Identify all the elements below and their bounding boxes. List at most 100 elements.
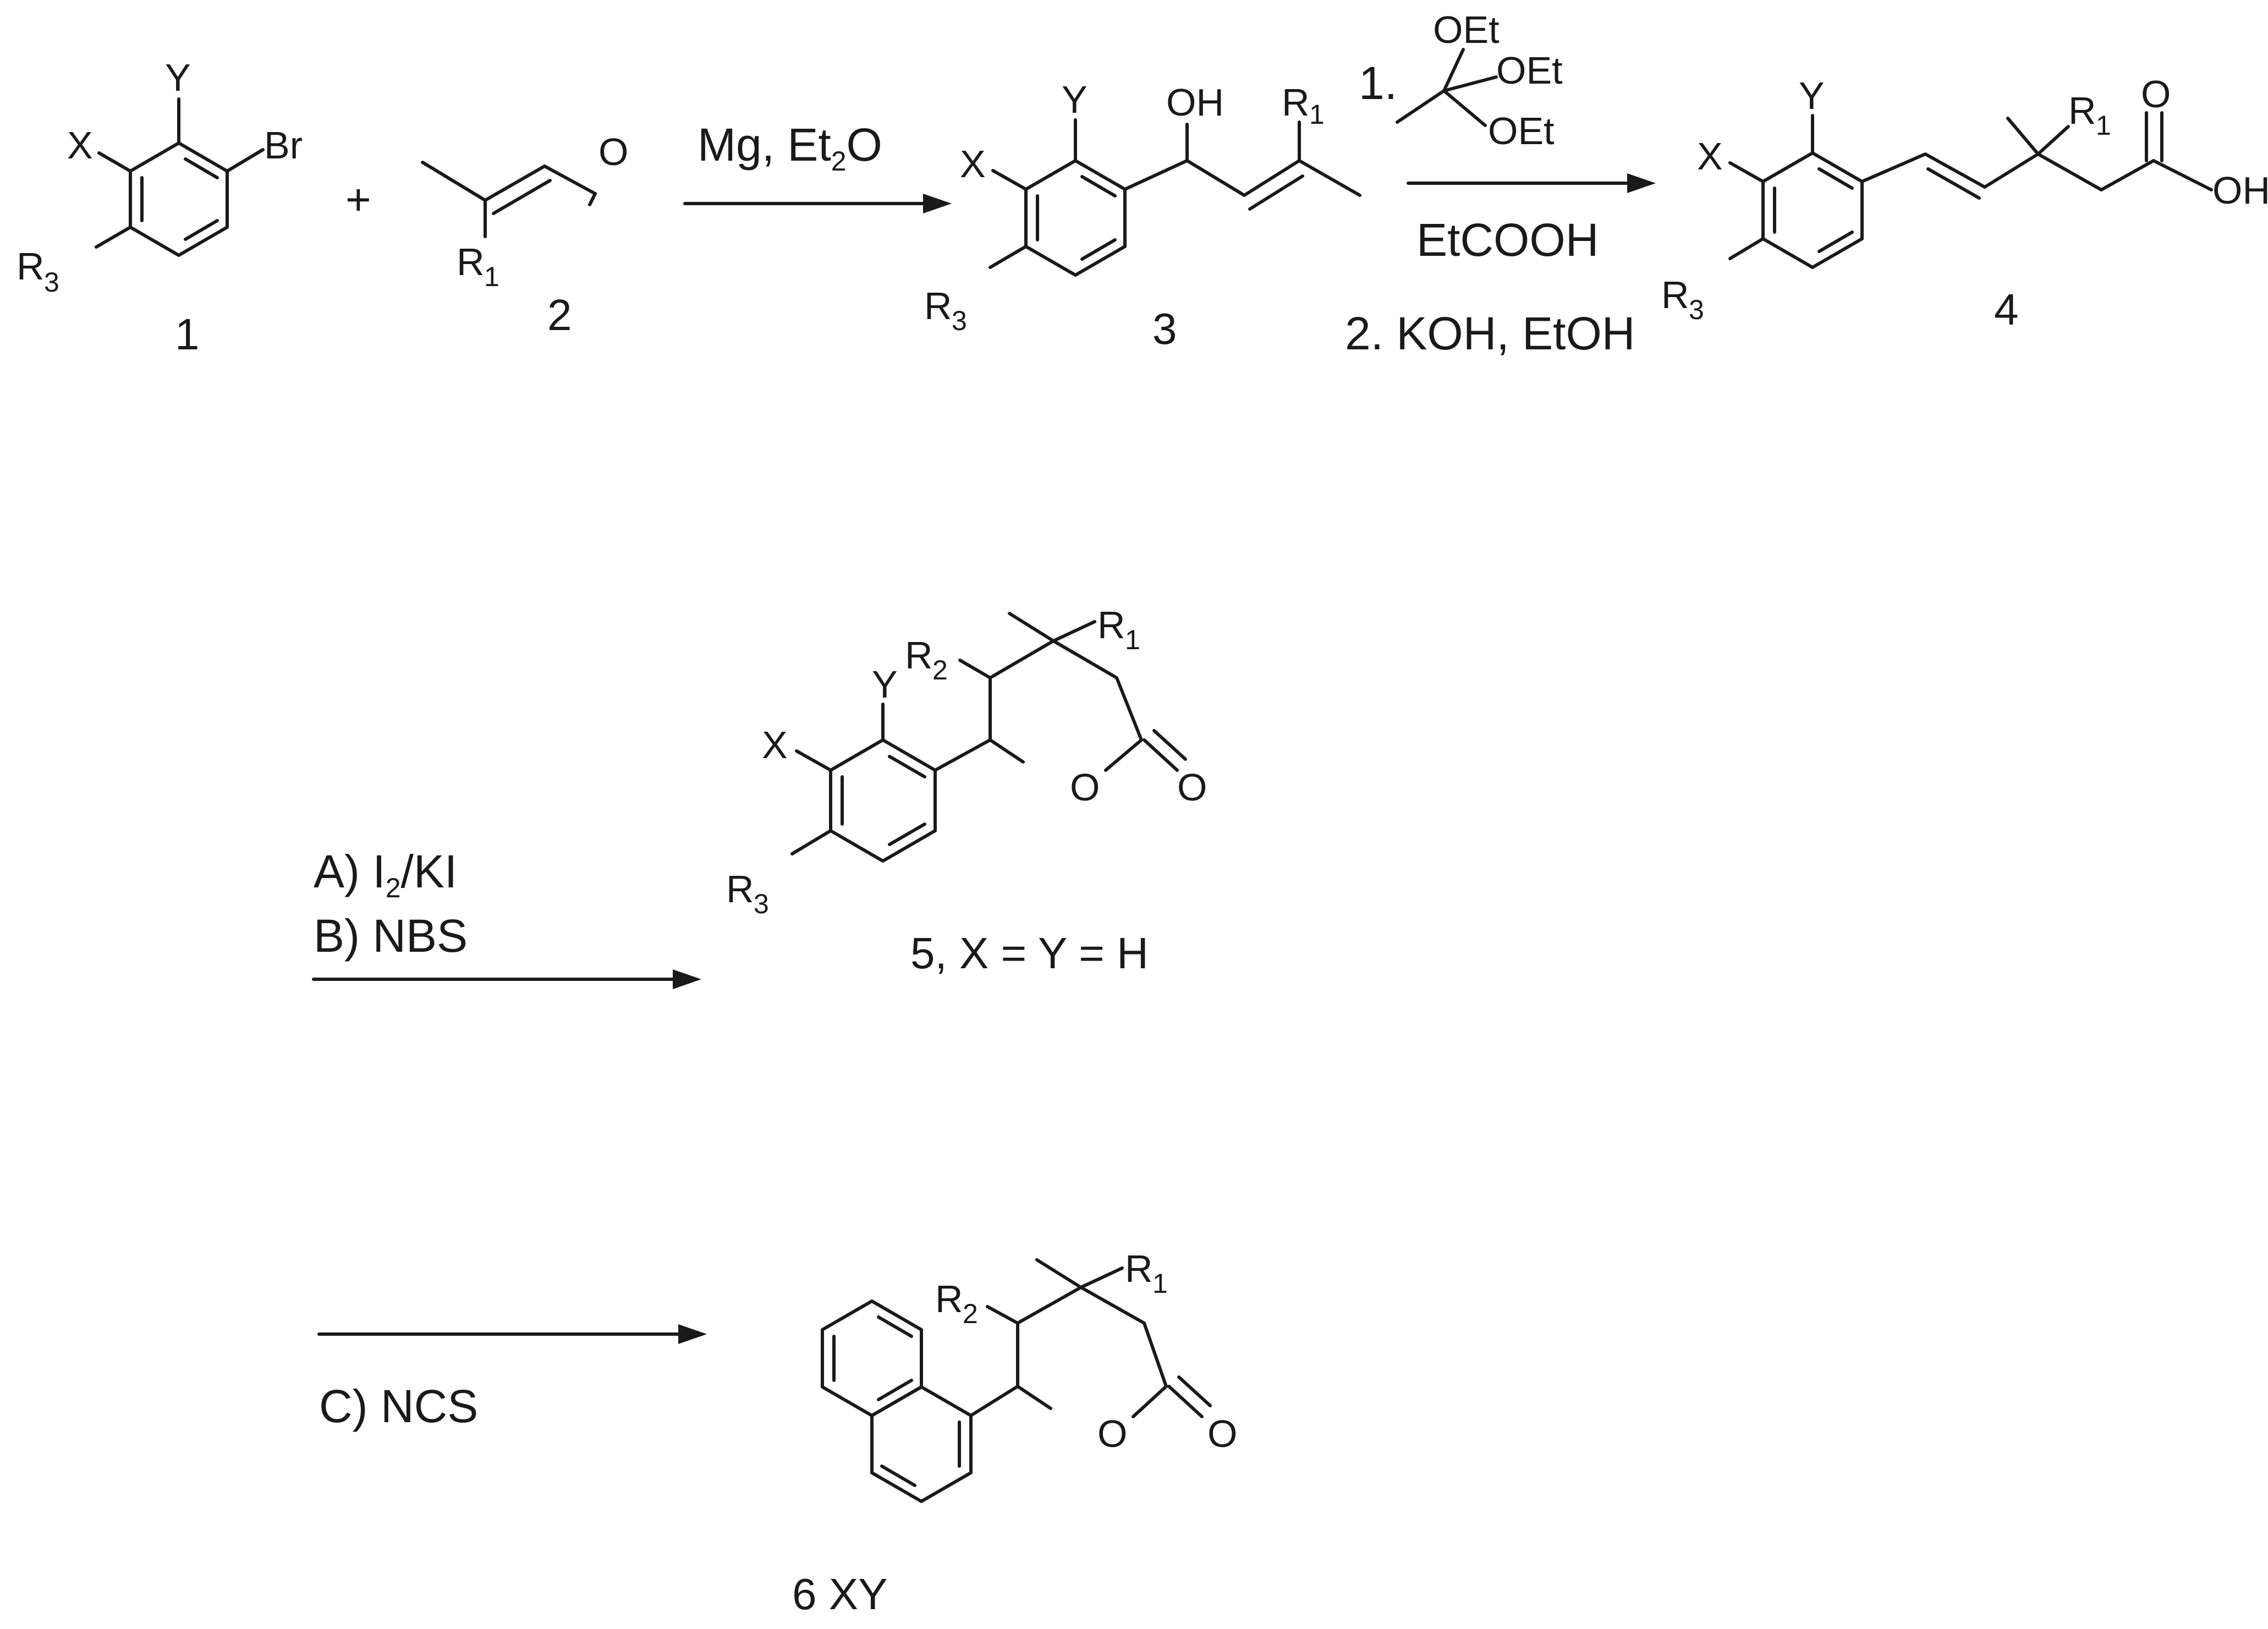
- compound-6-r2-label: R: [935, 1277, 963, 1320]
- compound-5-ring-o-label: O: [1070, 766, 1100, 809]
- compound-5-r3-label: R: [726, 868, 754, 911]
- compound-4-r1-bond: [2036, 125, 2070, 156]
- compound-1-benzene-ring: [129, 141, 229, 257]
- compound-4-double-bond: [1817, 231, 1854, 253]
- compound-5-x-bond: [795, 749, 832, 772]
- compound-5-r2-bond: [958, 659, 992, 679]
- compound-5-r1-subscript: 1: [1125, 624, 1140, 655]
- compound-3-benzene-ring: [1024, 159, 1127, 277]
- compound-6-r2-bond: [986, 1305, 1019, 1325]
- orthoester-oet-b: OEt: [1496, 49, 1563, 92]
- compound-4-benzene-ring: [1761, 151, 1864, 269]
- compound-6-methyl-bond: [1035, 1258, 1083, 1289]
- compound-1-r3-label: R: [17, 245, 45, 288]
- compound-5-r2-subscript: 2: [932, 655, 948, 685]
- compound-3-double-bond: [1080, 175, 1117, 198]
- orthoester-bond-b: [1442, 75, 1498, 92]
- compound-1-number: 1: [175, 310, 200, 359]
- compound-6-caption: 6 XY: [792, 1570, 887, 1619]
- compound-5-r3-bond: [790, 829, 832, 855]
- compound-4-double-bond: [1817, 167, 1854, 190]
- compound-6-r1-bond: [1079, 1266, 1124, 1289]
- compound-1-br-bond: [226, 148, 265, 173]
- compound-4-x-bond: [1728, 161, 1765, 183]
- compound-5-r2-label: R: [905, 634, 933, 677]
- compound-1: Y X Br R 3 1: [17, 56, 303, 359]
- compound-6-carbonyl-o-label: O: [1207, 1412, 1237, 1455]
- step-1-arrow-head: [923, 194, 952, 213]
- step-3-arrow-head: [673, 969, 701, 989]
- compound-5-y-label: Y: [872, 663, 898, 706]
- compound-4-methyl-bond: [2006, 117, 2040, 156]
- compound-3-x-label: X: [960, 142, 986, 185]
- compound-2: O R 1 2: [421, 130, 628, 339]
- compound-1-x-bond: [97, 151, 132, 173]
- compound-2-co-double-bond: [588, 192, 597, 206]
- orthoester-oet-c: OEt: [1488, 109, 1555, 152]
- compound-5-x-label: X: [762, 723, 788, 766]
- compound-5-co-double-bond: [1152, 729, 1187, 761]
- compound-5-benzene-ring: [829, 738, 937, 863]
- compound-6-r1-label: R: [1125, 1247, 1153, 1290]
- compound-4-r1-label: R: [2068, 89, 2096, 132]
- compound-4-alkene-double-bond: [1926, 167, 1981, 200]
- compound-6-double-bond: [880, 1465, 916, 1487]
- step-4-reagent: C) NCS: [319, 1380, 478, 1432]
- step-3-reagent-a: A) I2/KI: [314, 846, 457, 903]
- compound-1-br-label: Br: [264, 124, 303, 167]
- compound-3-oh-label: OH: [1166, 81, 1224, 124]
- compound-2-r1-subscript: 1: [484, 261, 499, 292]
- compound-6-double-bond: [877, 1379, 913, 1401]
- compound-3-r3-subscript: 3: [952, 305, 967, 336]
- step-1-arrow: [683, 194, 952, 213]
- compound-6-r2-subscript: 2: [963, 1298, 978, 1329]
- compound-4-o-label: O: [2141, 73, 2171, 116]
- compound-6-ring-o-label: O: [1097, 1412, 1127, 1455]
- step-3-reagent-b: B) NBS: [314, 910, 468, 962]
- step-2-number-1: 1.: [1359, 57, 1397, 109]
- compound-6-double-bond: [877, 1315, 913, 1338]
- compound-2-cc-double-bond: [492, 179, 552, 215]
- compound-6-naphthalene-ring-a: [821, 1299, 923, 1417]
- compound-3-r1-label: R: [1282, 81, 1310, 124]
- step-2-hydrolysis: 2. KOH, EtOH: [1345, 308, 1635, 359]
- compound-6-lactone-ring: [1016, 1286, 1168, 1410]
- compound-3-number: 3: [1152, 304, 1177, 353]
- compound-4-r3-bond: [1728, 237, 1765, 260]
- compound-4-x-label: X: [1697, 135, 1723, 178]
- step-2-orthoester: 1. OEt OEt OEt: [1359, 8, 1563, 152]
- step-3-arrow: [312, 969, 701, 989]
- step-1-reagent: Mg, Et2O: [698, 119, 882, 177]
- compound-6-ring-o-bond: [1132, 1385, 1168, 1418]
- compound-5-carbonyl-o-label: O: [1177, 766, 1207, 809]
- compound-5: Y X R 2 R 1 O O R 3 5, X = Y = H: [726, 604, 1207, 978]
- compound-5-aryl-bond: [933, 738, 992, 772]
- compound-6-r1-subscript: 1: [1152, 1268, 1168, 1299]
- plus-sign: +: [345, 175, 371, 224]
- compound-4-r3-subscript: 3: [1689, 294, 1704, 325]
- step-2-solvent: EtCOOH: [1416, 214, 1599, 266]
- compound-4: Y X R 1 O OH R 3 4: [1661, 73, 2268, 334]
- compound-3-alkene-double-bond: [1248, 174, 1304, 211]
- orthoester-methyl-bond: [1396, 89, 1446, 124]
- compound-6: R 2 R 1 O O 6 XY: [792, 1247, 1237, 1619]
- compound-2-number: 2: [547, 290, 572, 339]
- compound-2-r1-label: R: [457, 240, 485, 283]
- compound-6-aryl-bond: [969, 1385, 1019, 1417]
- compound-1-double-bond: [184, 219, 219, 241]
- compound-5-r1-bond: [1052, 620, 1096, 643]
- compound-4-number: 4: [1994, 285, 2019, 334]
- compound-3-r1-subscript: 1: [1309, 99, 1325, 130]
- compound-5-r1-label: R: [1097, 604, 1125, 646]
- compound-3-x-bond: [991, 169, 1028, 191]
- compound-6-naphthalene-ring-b: [870, 1385, 973, 1503]
- compound-1-r3-bond: [95, 226, 132, 249]
- step-2-arrow: [1407, 173, 1656, 193]
- compound-1-double-bond: [184, 157, 219, 179]
- compound-5-caption: 5, X = Y = H: [910, 929, 1149, 978]
- compound-5-methyl-bond: [1008, 612, 1055, 643]
- compound-3-double-bond: [1080, 238, 1117, 261]
- compound-1-y-label: Y: [165, 56, 191, 99]
- compound-1-r3-subscript: 3: [44, 267, 59, 298]
